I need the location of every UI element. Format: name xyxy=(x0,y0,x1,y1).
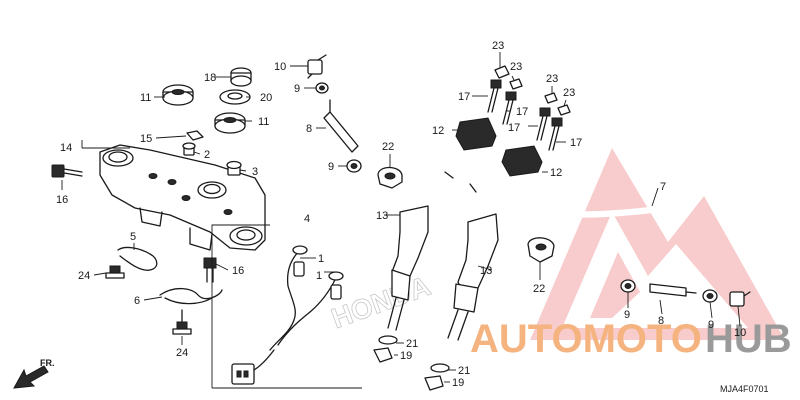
callout-17-d: 17 xyxy=(570,137,582,149)
callout-10-left: 10 xyxy=(274,61,286,73)
callout-21-right: 21 xyxy=(458,365,470,377)
callout-9-upper-left: 9 xyxy=(294,83,300,95)
callout-24-upper: 24 xyxy=(78,270,90,282)
bolt-17-b xyxy=(502,91,517,125)
top-bridge xyxy=(99,144,266,251)
cable-guide-10-right xyxy=(729,291,751,307)
watermark-word-hub: HUB xyxy=(705,317,792,361)
clip-6 xyxy=(159,287,223,305)
stem-nut-stack xyxy=(214,67,252,134)
callout-5: 5 xyxy=(130,231,136,243)
callout-23-b: 23 xyxy=(510,61,522,73)
handlebar-post-right xyxy=(447,213,499,341)
holder-12-lower xyxy=(501,145,543,177)
callout-22-lower: 22 xyxy=(533,283,545,295)
callout-8-left: 8 xyxy=(306,123,312,135)
collar-9-right-b xyxy=(702,289,718,303)
callout-labels: 11 18 20 11 15 14 2 3 16 5 24 6 16 24 10… xyxy=(56,40,746,389)
watermark-logo xyxy=(530,148,785,340)
faded-brand-text: HONDA xyxy=(327,270,434,334)
callout-17-a: 17 xyxy=(458,91,470,103)
callout-17-b: 17 xyxy=(516,106,528,118)
weight-8-left xyxy=(323,99,359,153)
callout-13-right: 13 xyxy=(480,265,492,277)
switch-harness xyxy=(211,224,362,389)
callout-13-left: 13 xyxy=(376,210,388,222)
weight-8-right xyxy=(649,283,697,297)
callout-3: 3 xyxy=(252,166,258,178)
washer-21-right xyxy=(430,363,450,373)
callout-7: 7 xyxy=(660,181,666,193)
bolt-23-d xyxy=(557,104,571,116)
clip-5 xyxy=(117,246,158,271)
handlebar-post-left xyxy=(387,205,429,331)
callout-9-lower-left: 9 xyxy=(328,161,334,173)
callout-8-right: 8 xyxy=(658,315,664,327)
callout-23-d: 23 xyxy=(563,87,575,99)
callout-1-upper: 1 xyxy=(318,253,324,265)
callout-15: 15 xyxy=(140,133,152,145)
bolt-24-lower xyxy=(172,309,192,335)
callout-12-upper: 12 xyxy=(432,125,444,137)
callout-23-a: 23 xyxy=(492,40,504,52)
front-direction-label: FR. xyxy=(40,358,55,368)
nut-3 xyxy=(226,160,242,176)
callout-16-lower: 16 xyxy=(232,265,244,277)
collar-9-lower-left xyxy=(346,159,362,173)
bolt-17-d xyxy=(548,117,563,151)
bolt-24-upper xyxy=(105,265,125,279)
callout-19-left: 19 xyxy=(400,350,412,362)
nut-19-right xyxy=(424,375,444,391)
leader-lines xyxy=(61,52,741,383)
callout-11-left: 11 xyxy=(140,92,151,104)
bolt-23-c xyxy=(544,92,558,104)
cable-guide-10-left xyxy=(307,54,327,79)
callout-12-lower: 12 xyxy=(550,167,562,179)
diagram-reference-code: MJA4F0701 xyxy=(720,384,769,394)
bolt-16-lower xyxy=(203,257,217,283)
bolt-23-b xyxy=(509,78,523,90)
handlebar xyxy=(381,12,694,218)
callout-10-right: 10 xyxy=(734,327,746,339)
bolt-23-a xyxy=(494,65,510,79)
bolt-2 xyxy=(182,142,196,156)
callout-1-lower: 1 xyxy=(316,270,322,282)
clamp-22-upper xyxy=(377,166,403,189)
callout-22-upper: 22 xyxy=(382,141,394,153)
collar-9-upper-left xyxy=(315,82,329,94)
callout-16-left: 16 xyxy=(56,194,68,206)
callout-2: 2 xyxy=(204,149,210,161)
clamp-22-lower xyxy=(527,237,555,263)
callout-11-right: 11 xyxy=(258,116,269,128)
callout-14: 14 xyxy=(60,142,72,154)
callout-23-c: 23 xyxy=(546,73,558,85)
bolt-17-a xyxy=(487,79,502,113)
callout-17-c: 17 xyxy=(508,122,520,134)
collar-9-right-a xyxy=(620,279,636,293)
callout-21-left: 21 xyxy=(406,338,418,350)
watermark-word-automoto: AUTOMOTO xyxy=(470,317,702,361)
callout-24-lower: 24 xyxy=(176,347,188,359)
washer-15 xyxy=(186,130,204,141)
callout-6: 6 xyxy=(134,295,140,307)
front-direction-arrow: FR. xyxy=(13,358,55,389)
callout-20: 20 xyxy=(260,92,272,104)
nut-11-left xyxy=(162,84,194,106)
bolt-16-left xyxy=(51,164,83,178)
callout-19-right: 19 xyxy=(452,377,464,389)
callout-9-right-b: 9 xyxy=(708,319,714,331)
bolt-17-c xyxy=(536,107,551,141)
callout-18: 18 xyxy=(204,72,216,84)
washer-21-left xyxy=(378,335,398,345)
nut-19-left xyxy=(373,347,393,363)
holder-12-upper xyxy=(455,117,497,151)
callout-9-right-a: 9 xyxy=(624,309,630,321)
callout-4: 4 xyxy=(304,213,310,225)
